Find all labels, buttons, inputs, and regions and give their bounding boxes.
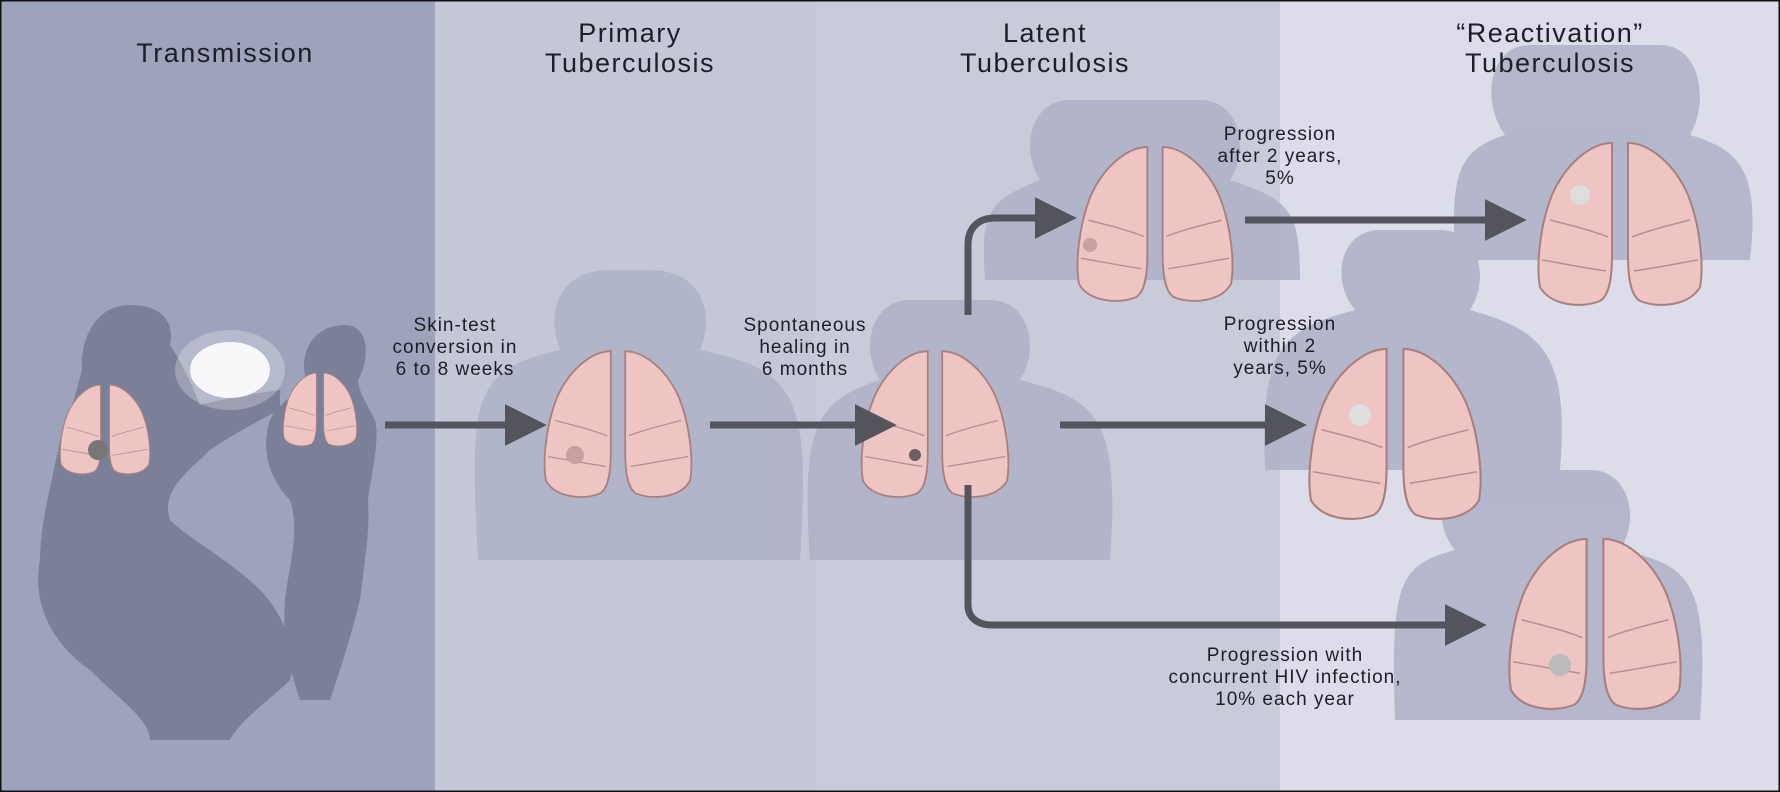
stage-heading-latent: Latent Tuberculosis (915, 18, 1175, 78)
stage-heading-transmission: Transmission (95, 38, 355, 68)
annotation-progression-after-two-years: Progression after 2 years, 5% (1180, 124, 1380, 190)
annotation-spontaneous-healing: Spontaneous healing in 6 months (705, 315, 905, 381)
annotation-progression-hiv: Progression with concurrent HIV infectio… (1130, 645, 1440, 711)
stage-heading-primary: Primary Tuberculosis (500, 18, 760, 78)
annotation-skin-test-conversion: Skin-test conversion in 6 to 8 weeks (355, 315, 555, 381)
annotation-progression-within-two-years: Progression within 2 years, 5% (1180, 314, 1380, 380)
stage-heading-reactivation: “Reactivation” Tuberculosis (1400, 18, 1700, 78)
